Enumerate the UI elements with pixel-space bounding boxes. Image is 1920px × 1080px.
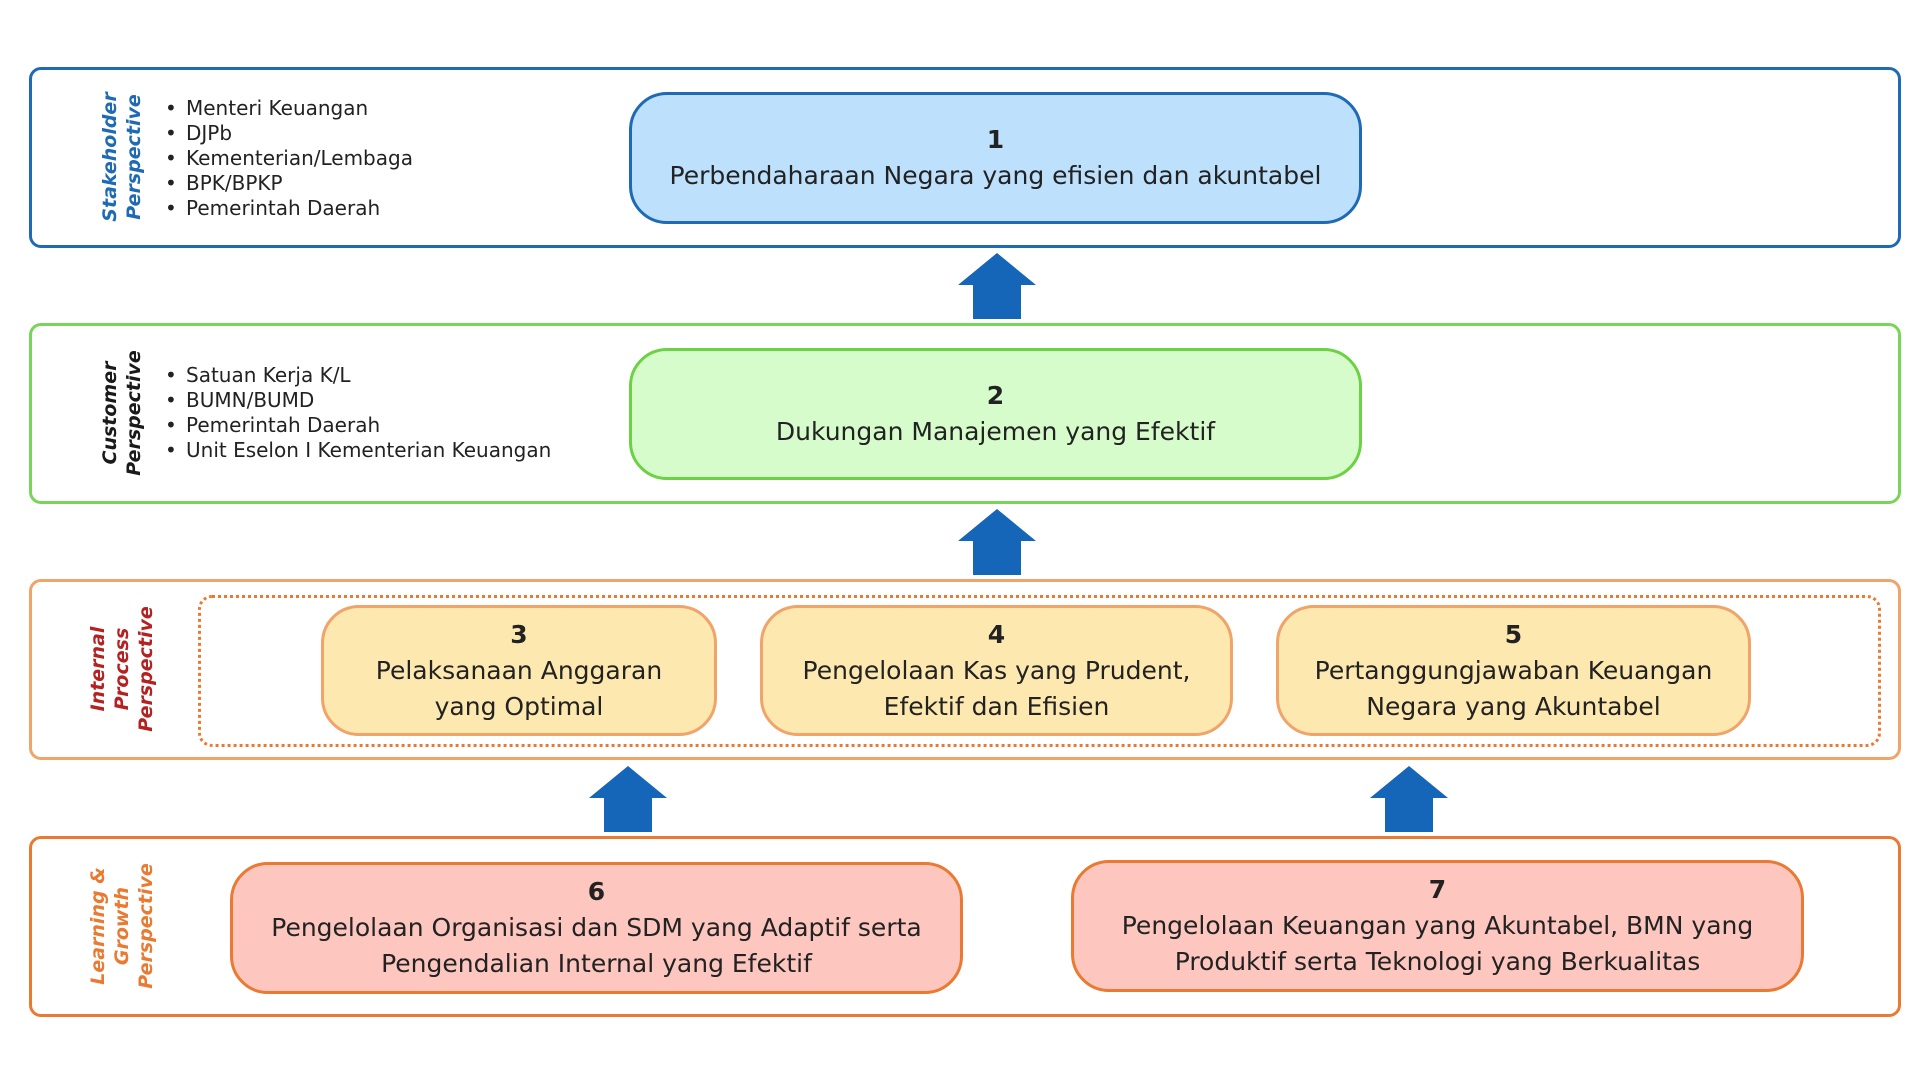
stakeholder-list: Menteri Keuangan DJPb Kementerian/Lembag…	[165, 96, 413, 221]
objective-2-box: 2 Dukungan Manajemen yang Efektif	[629, 348, 1362, 480]
objective-1-box: 1 Perbendaharaan Negara yang efisien dan…	[629, 92, 1362, 224]
objective-text-line: Negara yang Akuntabel	[1366, 691, 1661, 721]
objective-number: 5	[1504, 619, 1523, 649]
objective-3-box: 3 Pelaksanaan Anggaran yang Optimal	[321, 605, 717, 736]
objective-text-line: Pengelolaan Kas yang Prudent,	[802, 655, 1191, 685]
up-arrow-icon	[1370, 766, 1448, 832]
objective-number: 1	[986, 125, 1005, 154]
objective-text: Perbendaharaan Negara yang efisien dan a…	[669, 161, 1322, 190]
objective-text-line: Pertanggungjawaban Keuangan	[1314, 655, 1713, 685]
objective-number: 6	[587, 877, 606, 906]
stakeholder-list-item: Kementerian/Lembaga	[165, 146, 413, 171]
up-arrow-icon	[958, 253, 1036, 319]
objective-text-line: Pengendalian Internal yang Efektif	[381, 949, 812, 978]
objective-text: Dukungan Manajemen yang Efektif	[775, 417, 1216, 446]
customer-list-item: BUMN/BUMD	[165, 388, 551, 413]
objective-text-line: yang Optimal	[434, 691, 604, 721]
customer-list: Satuan Kerja K/L BUMN/BUMD Pemerintah Da…	[165, 363, 551, 463]
objective-4-box: 4 Pengelolaan Kas yang Prudent, Efektif …	[760, 605, 1233, 736]
stakeholder-list-item: BPK/BPKP	[165, 171, 413, 196]
objective-text-line: Efektif dan Efisien	[883, 691, 1110, 721]
objective-number: 2	[986, 381, 1005, 410]
customer-perspective-label: Customer Perspective	[99, 350, 145, 476]
customer-list-item: Pemerintah Daerah	[165, 413, 551, 438]
stakeholder-list-item: DJPb	[165, 121, 413, 146]
objective-number: 7	[1428, 875, 1447, 904]
stakeholder-list-item: Pemerintah Daerah	[165, 196, 413, 221]
objective-number: 3	[510, 619, 528, 649]
objective-6-box: 6 Pengelolaan Organisasi dan SDM yang Ad…	[230, 862, 963, 994]
up-arrow-icon	[958, 509, 1036, 575]
stakeholder-perspective-label: Stakeholder Perspective	[99, 92, 145, 222]
objective-text-line: Pelaksanaan Anggaran	[375, 655, 663, 685]
objective-text-line: Pengelolaan Organisasi dan SDM yang Adap…	[271, 913, 922, 942]
up-arrow-icon	[589, 766, 667, 832]
customer-list-item: Unit Eselon I Kementerian Keuangan	[165, 438, 551, 463]
objective-number: 4	[987, 619, 1006, 649]
stakeholder-list-item: Menteri Keuangan	[165, 96, 413, 121]
internal-process-group-outline	[198, 595, 1881, 747]
objective-text-line: Produktif serta Teknologi yang Berkualit…	[1174, 947, 1701, 976]
objective-text-line: Pengelolaan Keuangan yang Akuntabel, BMN…	[1121, 911, 1754, 940]
internal-process-perspective-label: Internal Process Perspective	[87, 606, 157, 732]
objective-5-box: 5 Pertanggungjawaban Keuangan Negara yan…	[1276, 605, 1751, 736]
customer-list-item: Satuan Kerja K/L	[165, 363, 551, 388]
objective-7-box: 7 Pengelolaan Keuangan yang Akuntabel, B…	[1071, 860, 1804, 992]
learning-growth-perspective-label: Learning & Growth Perspective	[87, 863, 157, 989]
